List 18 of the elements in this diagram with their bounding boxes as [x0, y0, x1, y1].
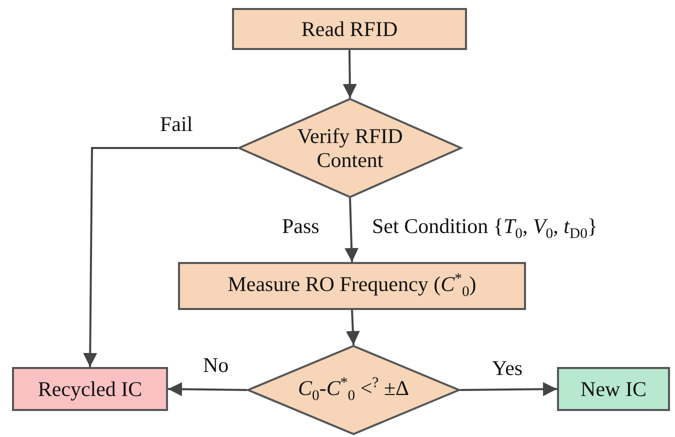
arrow	[342, 50, 357, 98]
process-box	[178, 262, 526, 310]
decision-diamond	[238, 98, 462, 198]
arrow	[83, 147, 238, 367]
node-text: Read RFID	[301, 16, 398, 42]
arrow	[344, 198, 359, 262]
node-text: Measure RO Frequency (C$^{*}$$_{0}$)	[228, 270, 476, 302]
node-text: Recycled IC	[38, 376, 142, 402]
node-text: New IC	[580, 376, 646, 402]
process-box	[557, 367, 670, 411]
node-text: Verify RFID Content	[296, 124, 404, 172]
arrow	[168, 382, 248, 396]
node-text: C$_{0}$-C$^{*}$$_{0}$ <$^{?}$ ±Δ	[298, 374, 409, 406]
process-box	[232, 8, 467, 50]
decision-diamond	[247, 345, 460, 435]
process-box	[12, 367, 168, 411]
arrow	[346, 310, 360, 346]
arrow	[460, 382, 558, 396]
